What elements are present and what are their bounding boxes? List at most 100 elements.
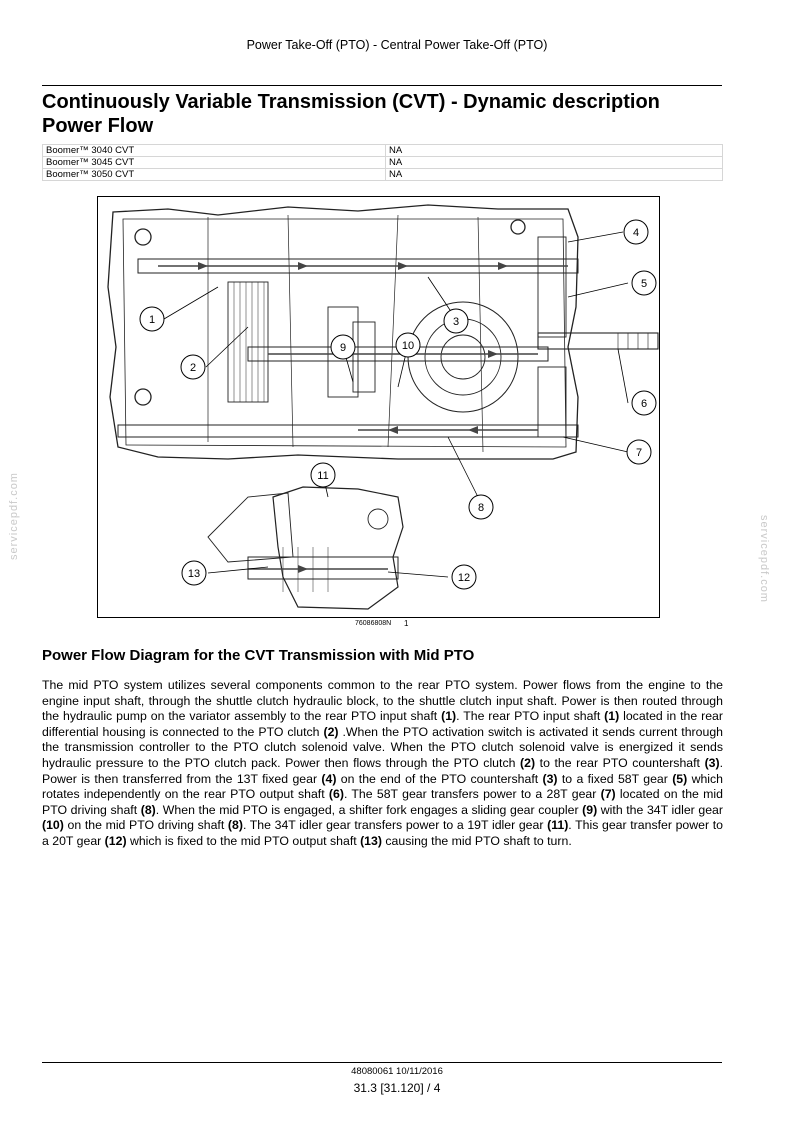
callout-label: 5 bbox=[641, 278, 647, 290]
page-title-line1: Continuously Variable Transmission (CVT)… bbox=[42, 91, 660, 113]
callout-circle bbox=[631, 390, 657, 416]
callout-label: 13 bbox=[188, 568, 200, 580]
callout-9: 9 bbox=[330, 334, 356, 360]
component-reference: (10) bbox=[42, 818, 64, 833]
callout-6: 6 bbox=[631, 390, 657, 416]
model-value-cell: NA bbox=[385, 144, 723, 157]
callout-label: 7 bbox=[636, 447, 642, 459]
callout-circle bbox=[180, 354, 206, 380]
callout-circle bbox=[468, 494, 494, 520]
body-text-run: . The 58T gear transfers power to a 28T … bbox=[343, 787, 601, 802]
callout-1: 1 bbox=[139, 306, 165, 332]
section-heading: Power Flow Diagram for the CVT Transmiss… bbox=[42, 647, 475, 664]
callout-label: 8 bbox=[478, 502, 484, 514]
component-reference: (4) bbox=[321, 771, 337, 786]
model-name-cell: Boomer™ 3040 CVT bbox=[42, 144, 386, 157]
callout-label: 9 bbox=[340, 342, 346, 354]
callout-5: 5 bbox=[631, 270, 657, 296]
running-header: Power Take-Off (PTO) - Central Power Tak… bbox=[246, 38, 548, 52]
footer-rule bbox=[42, 1062, 722, 1063]
model-name-cell: Boomer™ 3050 CVT bbox=[42, 168, 386, 181]
callout-circle bbox=[626, 439, 652, 465]
callout-7: 7 bbox=[626, 439, 652, 465]
page-title-line2: Power Flow bbox=[42, 115, 154, 137]
callout-circle bbox=[631, 270, 657, 296]
component-reference: (3) bbox=[704, 755, 720, 770]
callout-circle bbox=[451, 564, 477, 590]
component-reference: (2) bbox=[323, 724, 339, 739]
body-text-run: on the end of the PTO countershaft bbox=[336, 771, 543, 786]
component-reference: (11) bbox=[547, 818, 569, 833]
footer-document-id: 48080061 10/11/2016 bbox=[351, 1066, 443, 1077]
component-reference: (1) bbox=[441, 709, 457, 724]
page-title: Continuously Variable Transmission (CVT)… bbox=[42, 90, 732, 138]
callout-label: 1 bbox=[149, 314, 155, 326]
callout-label: 3 bbox=[453, 316, 459, 328]
body-text-run: to a fixed 58T gear bbox=[557, 771, 673, 786]
callout-11: 11 bbox=[310, 462, 336, 488]
callout-8: 8 bbox=[468, 494, 494, 520]
body-text-run: on the mid PTO driving shaft bbox=[63, 818, 228, 833]
component-reference: (3) bbox=[542, 771, 558, 786]
body-text-run: causing the mid PTO shaft to turn. bbox=[381, 833, 572, 848]
body-text-run: located in the rear differential housing… bbox=[42, 709, 723, 739]
footer-page-number: 31.3 [31.120] / 4 bbox=[353, 1081, 441, 1095]
callout-label: 4 bbox=[633, 227, 639, 239]
body-text-run: . This gear transfer power to a 20T gear bbox=[42, 818, 723, 848]
callout-circle bbox=[310, 462, 336, 488]
body-text-run: . The 34T idler gear transfers power to … bbox=[242, 818, 548, 833]
component-reference: (12) bbox=[104, 833, 127, 848]
callout-10: 10 bbox=[395, 332, 421, 358]
body-text-run: . Power is then transferred from the 13T… bbox=[42, 755, 724, 786]
callout-12: 12 bbox=[451, 564, 477, 590]
callout-3: 3 bbox=[443, 308, 469, 334]
callout-label: 6 bbox=[641, 398, 647, 410]
model-name-cell: Boomer™ 3045 CVT bbox=[42, 156, 386, 169]
model-value-cell: NA bbox=[385, 156, 723, 169]
component-reference: (13) bbox=[360, 833, 382, 848]
component-reference: (9) bbox=[582, 802, 598, 817]
component-reference: (8) bbox=[140, 802, 156, 817]
body-text-run: .When the PTO activation switch is activ… bbox=[42, 724, 723, 770]
callout-4: 4 bbox=[623, 219, 649, 245]
callout-2: 2 bbox=[180, 354, 206, 380]
callout-label: 2 bbox=[190, 362, 196, 374]
body-text-run: . The rear PTO input shaft bbox=[456, 709, 605, 724]
component-reference: (1) bbox=[604, 709, 620, 724]
callout-circle bbox=[330, 334, 356, 360]
header-rule bbox=[42, 85, 722, 86]
body-text-run: located on the mid PTO driving shaft bbox=[42, 787, 723, 817]
component-reference: (5) bbox=[672, 771, 688, 786]
body-paragraph: The mid PTO system utilizes several comp… bbox=[42, 678, 723, 850]
body-text-run: with the 34T idler gear bbox=[597, 802, 723, 817]
callout-label: 12 bbox=[458, 572, 470, 584]
figure-reference-code: 76086808N bbox=[355, 620, 392, 627]
component-reference: (7) bbox=[600, 787, 616, 802]
callout-circle bbox=[395, 332, 421, 358]
callout-circle bbox=[139, 306, 165, 332]
component-reference: (6) bbox=[328, 787, 344, 802]
callout-circle bbox=[623, 219, 649, 245]
callout-13: 13 bbox=[181, 560, 207, 586]
watermark-left: servicepdf.com bbox=[8, 472, 20, 560]
body-text-run: which rotates independently on the rear … bbox=[42, 771, 724, 802]
body-text-run: The mid PTO system utilizes several comp… bbox=[42, 678, 723, 724]
component-reference: (8) bbox=[227, 818, 243, 833]
callout-circle bbox=[443, 308, 469, 334]
body-text-run: . When the mid PTO is engaged, a shifter… bbox=[155, 802, 583, 817]
figure-number: 1 bbox=[404, 619, 409, 628]
callout-label: 10 bbox=[402, 340, 414, 352]
body-text-run: to the rear PTO countershaft bbox=[535, 755, 705, 770]
component-reference: (2) bbox=[520, 755, 536, 770]
body-text-run: which is fixed to the mid PTO output sha… bbox=[126, 833, 361, 848]
callout-circle bbox=[181, 560, 207, 586]
watermark-right: servicepdf.com bbox=[758, 515, 770, 603]
model-value-cell: NA bbox=[385, 168, 723, 181]
callout-label: 11 bbox=[317, 470, 328, 482]
